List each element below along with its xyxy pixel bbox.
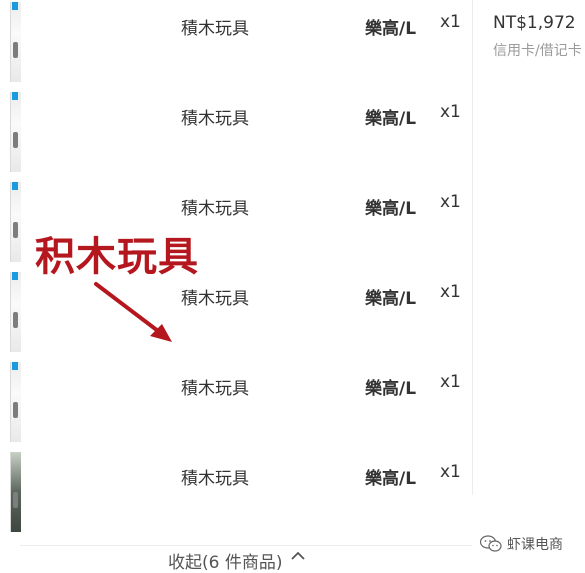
chevron-up-icon	[291, 551, 306, 560]
product-thumbnail[interactable]	[10, 92, 21, 172]
product-name[interactable]: 積木玩具	[181, 199, 249, 219]
product-spec: 樂高/L	[365, 199, 417, 219]
annotation-arrow-icon	[94, 282, 172, 342]
product-quantity: x1	[440, 372, 461, 392]
order-item-row[interactable]: 積木玩具 樂高/L x1	[0, 0, 472, 82]
payment-method: 信用卡/借记卡	[493, 43, 582, 59]
order-total-price: NT$1,972	[493, 13, 576, 33]
product-spec: 樂高/L	[365, 19, 417, 39]
product-quantity: x1	[440, 102, 461, 122]
product-spec: 樂高/L	[365, 469, 417, 489]
product-spec: 樂高/L	[365, 109, 417, 129]
product-quantity: x1	[440, 12, 461, 32]
product-thumbnail[interactable]	[10, 2, 21, 82]
product-thumbnail[interactable]	[10, 362, 21, 442]
order-item-row[interactable]: 積木玩具 樂高/L x1	[0, 90, 472, 172]
product-quantity: x1	[440, 462, 461, 482]
order-item-row[interactable]: 積木玩具 樂高/L x1	[0, 360, 472, 442]
order-item-row[interactable]: 積木玩具 樂高/L x1	[0, 450, 472, 532]
product-thumbnail[interactable]	[10, 452, 21, 532]
product-name[interactable]: 積木玩具	[181, 19, 249, 39]
product-name[interactable]: 積木玩具	[181, 469, 249, 489]
product-name[interactable]: 積木玩具	[181, 109, 249, 129]
order-item-row[interactable]: 積木玩具 樂高/L x1	[0, 180, 472, 262]
footer-divider	[20, 545, 472, 546]
order-items-list: 積木玩具 樂高/L x1 積木玩具 樂高/L x1 積木玩具 樂高/L x1 積…	[0, 0, 472, 532]
collapse-label: 收起(6 件商品)	[168, 553, 283, 573]
product-quantity: x1	[440, 282, 461, 302]
column-divider	[472, 0, 473, 495]
product-name[interactable]: 積木玩具	[181, 379, 249, 399]
watermark: 虾课电商	[480, 534, 563, 554]
product-spec: 樂高/L	[365, 379, 417, 399]
product-name[interactable]: 積木玩具	[181, 289, 249, 309]
product-spec: 樂高/L	[365, 289, 417, 309]
annotation-callout: 积木玩具	[35, 234, 199, 280]
order-item-row[interactable]: 積木玩具 樂高/L x1	[0, 270, 472, 352]
wechat-logo-icon	[480, 535, 502, 552]
product-thumbnail[interactable]	[10, 182, 21, 262]
product-quantity: x1	[440, 192, 461, 212]
watermark-text: 虾课电商	[507, 537, 563, 553]
collapse-items-button[interactable]: 收起(6 件商品)	[150, 548, 325, 573]
product-thumbnail[interactable]	[10, 272, 21, 352]
